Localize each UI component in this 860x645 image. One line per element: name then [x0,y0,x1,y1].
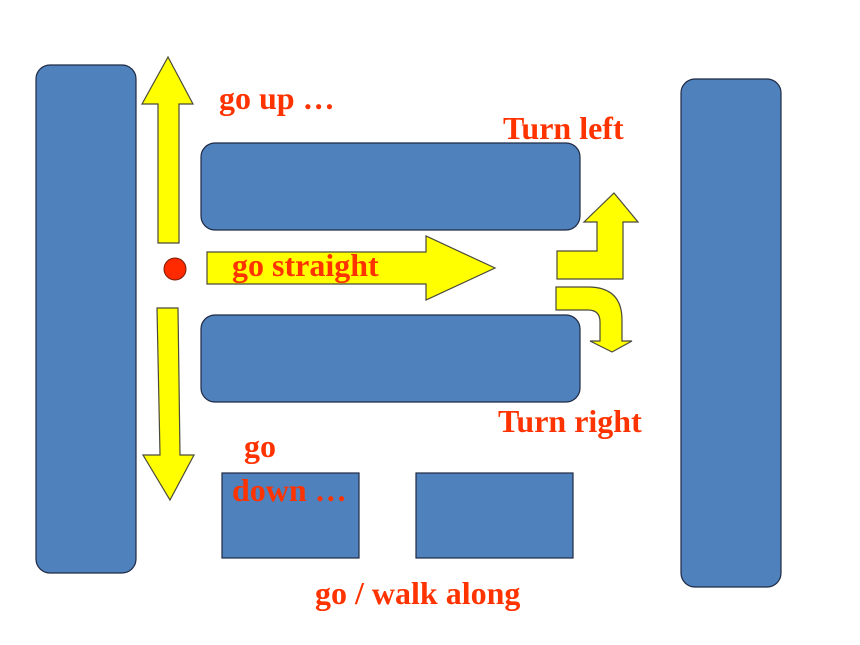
right-tall-block [680,78,782,588]
go-down-label-line1: go [244,428,276,464]
turn-left-label: Turn left [503,110,624,146]
turn-right-label: Turn right [498,403,642,439]
go-down-label-line2: down … [232,472,347,508]
left-tall-block [35,64,137,574]
turn-left-arrow-icon [556,192,640,280]
arrow-right-icon [206,235,497,301]
current-position-dot [163,257,187,281]
turn-right-arrow-icon [555,286,633,353]
arrow-down-icon [141,307,195,502]
go-straight-label: go straight [232,247,379,283]
arrow-up-icon [140,55,194,244]
bottom-left-small-block [221,472,360,559]
walk-along-label: go / walk along [315,575,521,611]
go-up-label: go up … [219,80,335,116]
lower-middle-block [200,314,581,403]
bottom-right-small-block [415,472,574,559]
upper-middle-block [200,142,581,231]
